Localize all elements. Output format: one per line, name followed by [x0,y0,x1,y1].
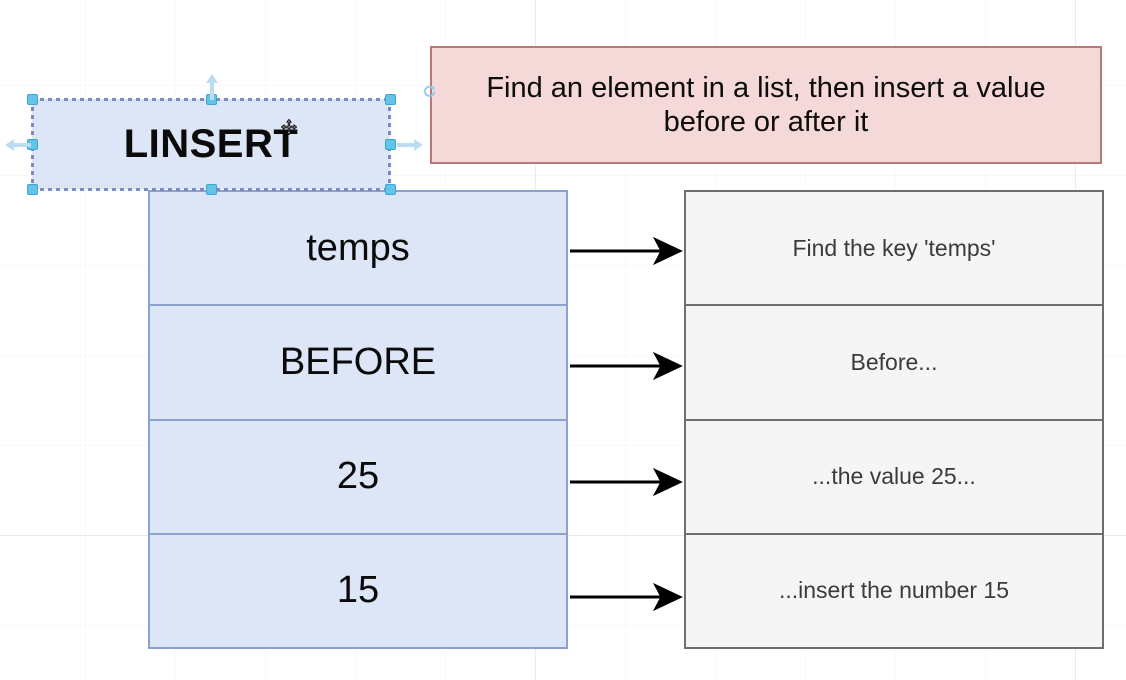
linsert-label: LINSERT [123,121,299,166]
parameter-value: 25 [336,455,380,498]
description-text: Before... [850,348,938,375]
rotate-icon[interactable] [422,84,437,102]
parameter-cell-4[interactable]: 15 [148,532,568,649]
description-cell-3[interactable]: ...the value 25... [684,418,1104,535]
resize-handle-bottom-right[interactable] [385,184,396,195]
description-text: ...insert the number 15 [778,577,1010,604]
resize-handle-bottom-center[interactable] [206,184,217,195]
parameter-value: BEFORE [279,340,437,383]
parameter-column: temps BEFORE 25 15 [148,190,568,655]
resize-handle-top-left[interactable] [27,94,38,105]
direction-arrow-right-icon[interactable] [395,136,425,159]
parameter-cell-1[interactable]: temps [148,190,568,307]
direction-arrow-left-icon[interactable] [3,136,33,159]
parameter-value: temps [306,226,410,269]
parameter-cell-2[interactable]: BEFORE [148,304,568,421]
description-cell-2[interactable]: Before... [684,304,1104,421]
description-column: Find the key 'temps' Before... ...the va… [684,190,1104,655]
description-cell-1[interactable]: Find the key 'temps' [684,190,1104,307]
resize-handle-top-right[interactable] [385,94,396,105]
annotation-text: Find an element in a list, then insert a… [486,71,1046,138]
description-text: Find the key 'temps' [792,234,996,261]
parameter-value: 15 [336,569,380,612]
description-text: ...the value 25... [812,463,976,490]
linsert-shape[interactable]: LINSERT [32,99,390,189]
annotation-note[interactable]: Find an element in a list, then insert a… [430,46,1102,164]
resize-handle-bottom-left[interactable] [27,184,38,195]
direction-arrow-up-icon[interactable] [203,72,221,107]
description-cell-4[interactable]: ...insert the number 15 [684,532,1104,649]
resize-handle-middle-right[interactable] [385,139,396,150]
parameter-cell-3[interactable]: 25 [148,418,568,535]
